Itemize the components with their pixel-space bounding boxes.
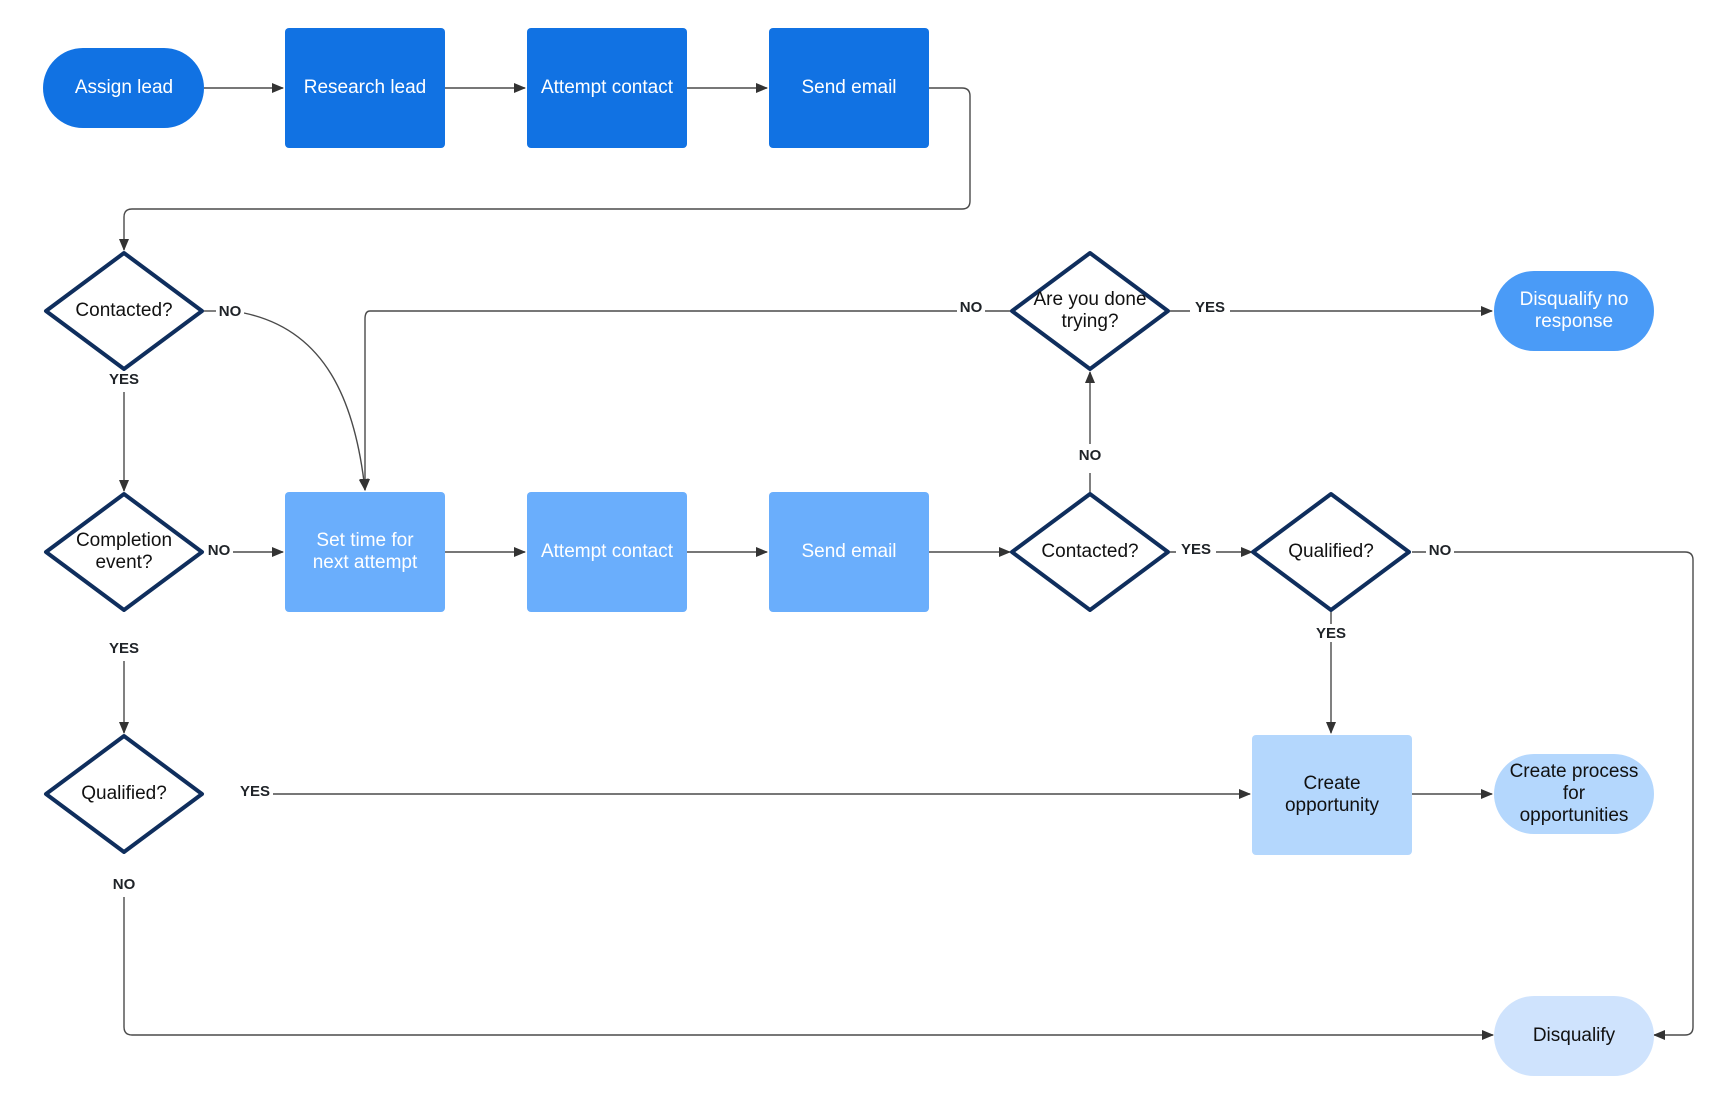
create-opportunity-node[interactable] xyxy=(1252,735,1412,855)
edge-qualified1-no xyxy=(123,897,1494,1040)
label-qualified1-no: NO xyxy=(113,876,136,893)
disqualify-no-response-label-line1: Disqualify no xyxy=(1520,289,1629,310)
edge-labels: NO YES NO YES YES NO NO YES NO YES NO YE… xyxy=(104,298,1454,893)
create-opportunity-label-line1: Create xyxy=(1303,773,1360,794)
are-you-done-label-line1: Are you done xyxy=(1033,289,1146,310)
attempt-contact-label-1: Attempt contact xyxy=(541,77,674,98)
label-completion-no: NO xyxy=(208,542,231,559)
qualified-label-1: Qualified? xyxy=(81,783,167,804)
contacted-decision-2[interactable] xyxy=(1010,492,1170,612)
edge-qualified2-no xyxy=(1412,551,1694,1040)
create-process-label-line3: opportunities xyxy=(1520,805,1629,826)
disqualify-no-response-node[interactable] xyxy=(1494,271,1654,351)
edge-email-to-contacted xyxy=(119,87,971,251)
label-done-yes: YES xyxy=(1195,299,1225,316)
create-process-label-line2: for xyxy=(1563,783,1586,804)
send-email-label-2: Send email xyxy=(801,541,896,562)
label-qualified1-yes: YES xyxy=(240,783,270,800)
label-contacted1-no: NO xyxy=(219,303,242,320)
edge-contacted1-no-curve xyxy=(243,312,369,491)
set-time-node[interactable] xyxy=(285,492,445,612)
attempt-contact-node-1[interactable] xyxy=(527,28,687,148)
set-time-label-line2: next attempt xyxy=(313,552,418,573)
completion-event-label-line2: event? xyxy=(95,552,152,573)
nodes: Assign lead Research lead Attempt contac… xyxy=(43,28,1654,1076)
label-qualified2-yes: YES xyxy=(1316,625,1346,642)
set-time-label-line1: Set time for xyxy=(316,530,414,551)
disqualify-label: Disqualify xyxy=(1533,1025,1616,1046)
disqualify-node[interactable] xyxy=(1494,996,1654,1076)
qualified-decision-1[interactable] xyxy=(44,734,204,854)
create-process-label-line1: Create process xyxy=(1510,761,1639,782)
research-lead-label: Research lead xyxy=(304,77,427,98)
attempt-contact-label-2: Attempt contact xyxy=(541,541,674,562)
label-done-no: NO xyxy=(960,299,983,316)
research-lead-node[interactable] xyxy=(285,28,445,148)
are-you-done-label-line2: trying? xyxy=(1061,311,1118,332)
label-contacted1-yes: YES xyxy=(109,371,139,388)
attempt-contact-node-2[interactable] xyxy=(527,492,687,612)
completion-event-label-line1: Completion xyxy=(76,530,172,551)
edges xyxy=(119,83,1694,1040)
contacted-label-1: Contacted? xyxy=(75,300,172,321)
label-completion-yes: YES xyxy=(109,640,139,657)
send-email-label-1: Send email xyxy=(801,77,896,98)
create-process-node[interactable] xyxy=(1494,754,1654,834)
disqualify-no-response-label-line2: response xyxy=(1535,311,1613,332)
create-opportunity-label-line2: opportunity xyxy=(1285,795,1380,816)
edge-done-no xyxy=(360,310,1010,491)
completion-event-decision[interactable] xyxy=(44,492,204,612)
send-email-node-1[interactable] xyxy=(769,28,929,148)
are-you-done-decision[interactable] xyxy=(1010,251,1170,371)
assign-lead-label: Assign lead xyxy=(75,77,173,98)
qualified-decision-2[interactable] xyxy=(1251,492,1411,612)
contacted-decision-1[interactable] xyxy=(44,251,204,371)
qualified-label-2: Qualified? xyxy=(1288,541,1374,562)
assign-lead-node[interactable] xyxy=(43,48,204,128)
label-contacted2-no: NO xyxy=(1079,447,1102,464)
contacted-label-2: Contacted? xyxy=(1041,541,1138,562)
label-qualified2-no: NO xyxy=(1429,542,1452,559)
send-email-node-2[interactable] xyxy=(769,492,929,612)
label-contacted2-yes: YES xyxy=(1181,541,1211,558)
